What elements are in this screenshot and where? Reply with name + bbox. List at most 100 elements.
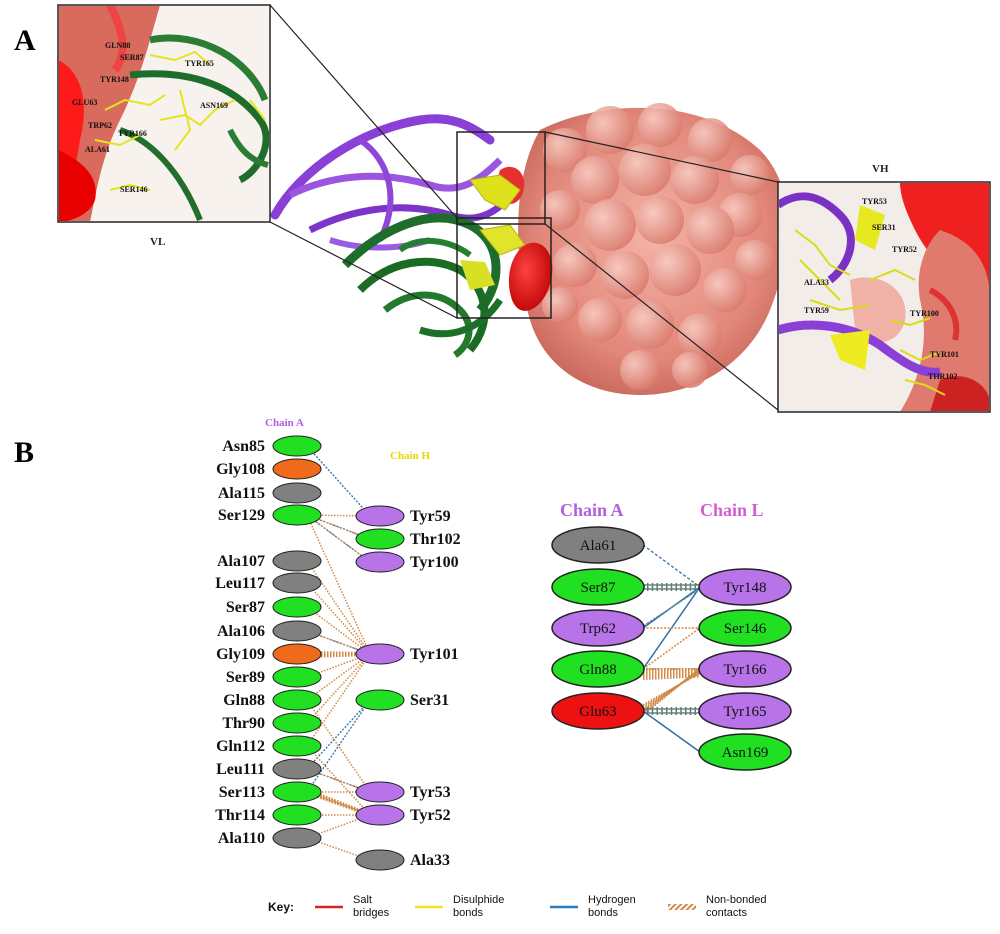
vl-residue-label: TYR166 <box>118 129 147 138</box>
residue-label: Tyr100 <box>410 554 459 571</box>
residue-node <box>273 713 321 733</box>
vh-residue-label: TYR100 <box>910 309 939 318</box>
residue-node <box>273 551 321 571</box>
residue-label: Gln88 <box>223 692 265 709</box>
nonbonded-contact-line <box>307 583 370 654</box>
residue-label: Tyr148 <box>723 580 766 596</box>
residue-node <box>356 552 404 572</box>
residue-node <box>356 782 404 802</box>
panel-b-letter: B <box>14 436 34 469</box>
left-chain-h-residues: Tyr59Thr102Tyr100Tyr101Ser31Tyr53Tyr52Al… <box>356 506 461 870</box>
vh-residue-label: SER31 <box>872 223 896 232</box>
vl-residue-label: TYR148 <box>100 75 129 84</box>
left-chain-h-title: Chain H <box>390 450 430 462</box>
key-label: bonds <box>453 907 483 919</box>
vl-residue-label: SER146 <box>120 185 148 194</box>
residue-label: Thr102 <box>410 531 461 548</box>
residue-node <box>273 459 321 479</box>
residue-label: Ala33 <box>410 852 450 869</box>
antigen-surface <box>494 103 788 395</box>
vl-residue-label: GLU63 <box>72 98 97 107</box>
vh-residue-label: TYR59 <box>804 306 829 315</box>
residue-label: Tyr53 <box>410 784 451 801</box>
right-interaction-lines <box>643 545 700 752</box>
residue-label: Tyr166 <box>723 662 767 678</box>
residue-node <box>273 436 321 456</box>
residue-label: Gln112 <box>216 738 265 755</box>
residue-node <box>273 667 321 687</box>
key-label: Disulphide <box>453 894 504 906</box>
residue-label: Ser89 <box>226 669 265 686</box>
vl-residue-label: SER87 <box>120 53 144 62</box>
residue-label: Ser113 <box>219 784 265 801</box>
residue-label: Tyr101 <box>410 646 459 663</box>
residue-node <box>356 850 404 870</box>
residue-node <box>356 690 404 710</box>
residue-node <box>273 759 321 779</box>
residue-node <box>273 644 321 664</box>
key-label: Non-bonded <box>706 894 767 906</box>
vl-residue-label: ASN169 <box>200 101 228 110</box>
residue-node <box>273 736 321 756</box>
key-label: bridges <box>353 907 390 919</box>
residue-label: Leu117 <box>215 575 265 592</box>
key-label: bonds <box>588 907 618 919</box>
residue-node <box>356 529 404 549</box>
left-chain-a-title: Chain A <box>265 417 304 429</box>
key-label: contacts <box>706 907 747 919</box>
residue-label: Ser87 <box>581 580 616 596</box>
residue-label: Thr90 <box>222 715 265 732</box>
right-chain-l-title: Chain L <box>700 500 764 520</box>
vl-residue-label: GLN88 <box>105 41 130 50</box>
right-chain-a-title: Chain A <box>560 500 624 520</box>
residue-node <box>273 573 321 593</box>
residue-node <box>356 506 404 526</box>
residue-label: Gly108 <box>216 461 265 478</box>
hydrogen-bond-line <box>643 545 700 587</box>
residue-node <box>273 782 321 802</box>
residue-label: Asn85 <box>222 438 265 455</box>
residue-node <box>273 805 321 825</box>
residue-node <box>273 597 321 617</box>
residue-node <box>273 483 321 503</box>
residue-node <box>356 644 404 664</box>
residue-label: Tyr165 <box>723 704 766 720</box>
residue-label: Leu111 <box>216 761 265 778</box>
antibody-ribbon <box>275 119 525 355</box>
hydrogen-bond-line <box>643 589 700 626</box>
residue-label: Ala106 <box>217 623 265 640</box>
vl-residue-label: ALA61 <box>85 145 110 154</box>
residue-label: Thr114 <box>215 807 265 824</box>
residue-label: Ala107 <box>217 553 265 570</box>
residue-node <box>273 505 321 525</box>
residue-node <box>273 621 321 641</box>
hydrogen-bond-line <box>307 700 370 769</box>
residue-label: Tyr59 <box>410 508 451 525</box>
nonbonded-contact-line <box>643 671 700 672</box>
key-title: Key: <box>268 900 294 914</box>
vl-residue-label: TYR165 <box>185 59 214 68</box>
legend-key: Key: SaltbridgesDisulphidebondsHydrogenb… <box>268 894 767 919</box>
key-swatch <box>668 904 696 910</box>
vl-label: VL <box>150 236 165 248</box>
residue-label: Gly109 <box>216 646 265 663</box>
residue-label: Asn169 <box>722 745 769 761</box>
vh-residue-label: THR102 <box>928 372 957 381</box>
left-chain-a-residues: Asn85Gly108Ala115Ser129Ala107Leu117Ser87… <box>215 436 321 848</box>
panel-a-letter: A <box>14 24 36 57</box>
vh-residue-label: TYR101 <box>930 350 959 359</box>
residue-node <box>273 690 321 710</box>
vh-residue-label: ALA33 <box>804 278 829 287</box>
residue-label: Gln88 <box>579 662 617 678</box>
vh-label: VH <box>872 163 889 175</box>
key-label: Salt <box>353 894 372 906</box>
residue-label: Ala110 <box>218 830 265 847</box>
residue-label: Trp62 <box>580 621 616 637</box>
hydrogen-bond-line <box>643 711 700 752</box>
residue-label: Ala61 <box>580 538 617 554</box>
